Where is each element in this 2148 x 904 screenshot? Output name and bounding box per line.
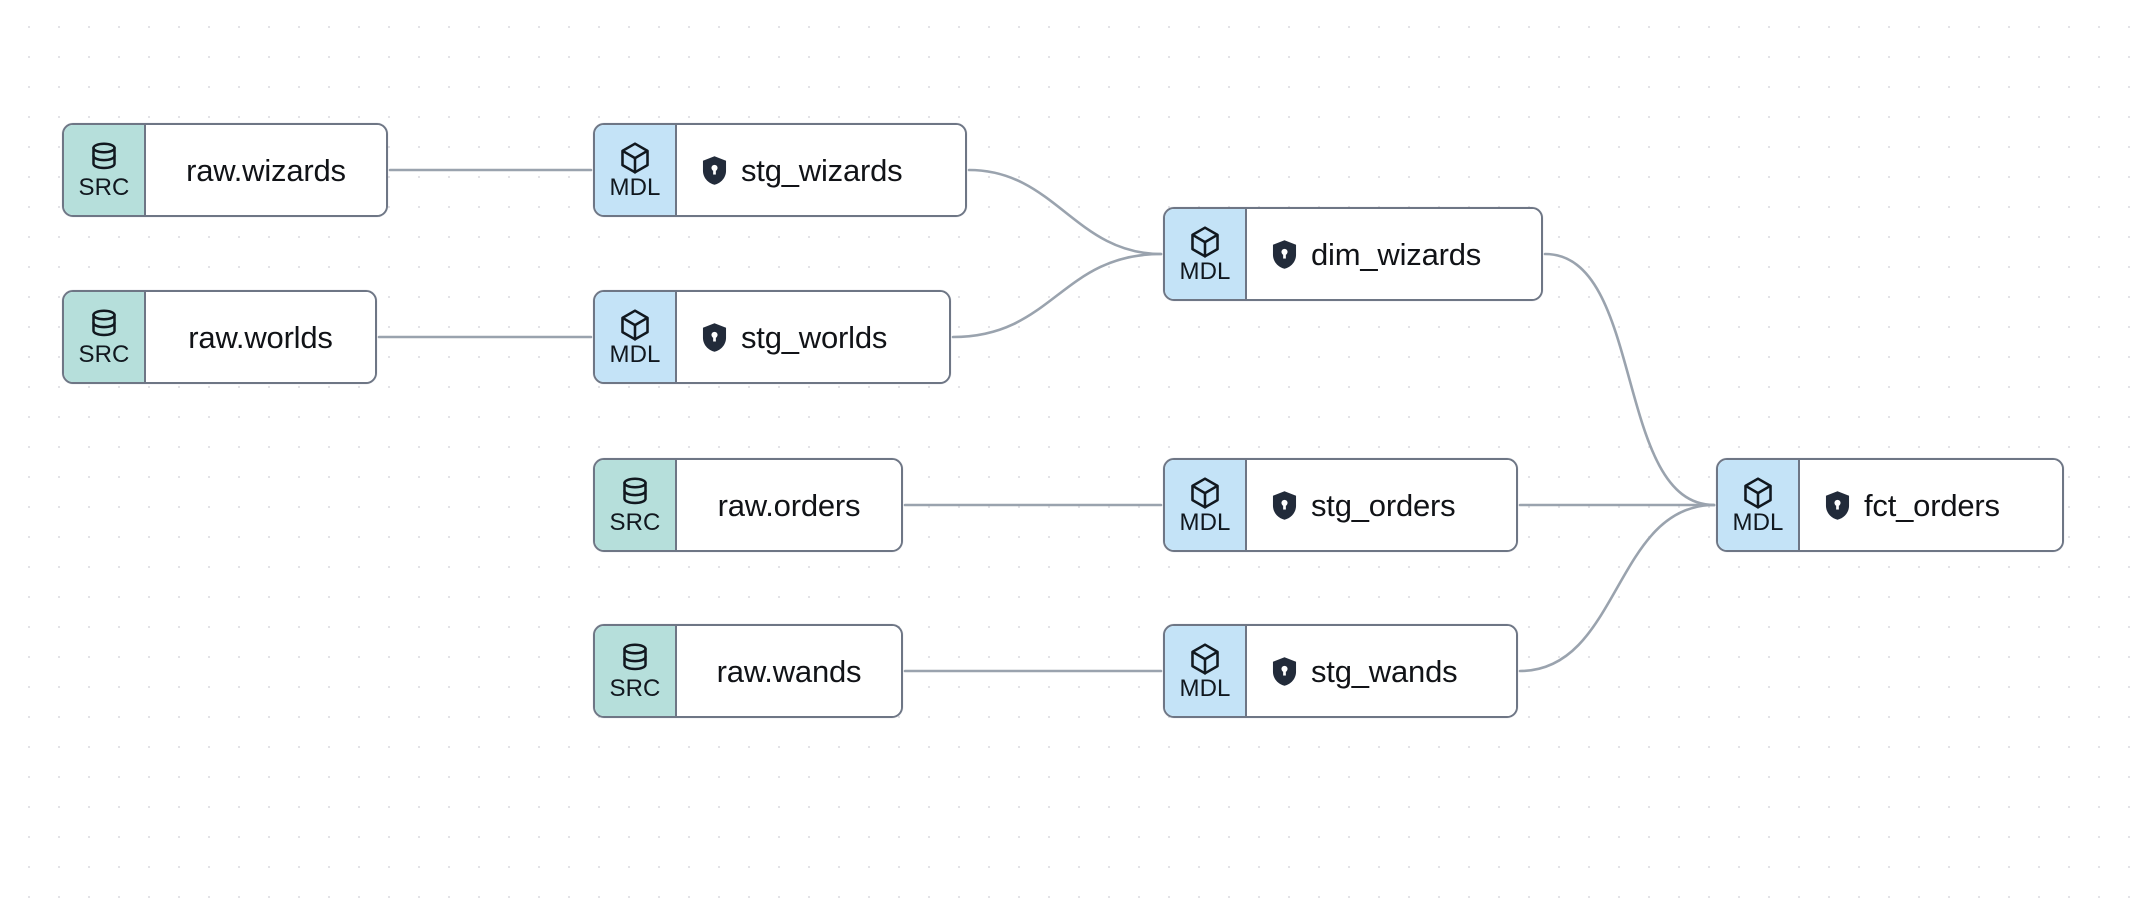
node-badge-label: MDL xyxy=(1179,257,1231,285)
node-badge-label: MDL xyxy=(609,340,661,368)
node-badge-label: MDL xyxy=(1732,508,1784,536)
node-body: raw.wizards xyxy=(146,125,386,215)
node-raw-wands[interactable]: SRC raw.wands xyxy=(593,624,903,718)
node-body: raw.worlds xyxy=(146,292,375,382)
cube-icon xyxy=(1189,225,1221,259)
node-stg-wands[interactable]: MDL stg_wands xyxy=(1163,624,1518,718)
database-icon xyxy=(89,141,119,175)
database-icon xyxy=(620,642,650,676)
node-raw-wizards[interactable]: SRC raw.wizards xyxy=(62,123,388,217)
database-icon xyxy=(620,476,650,510)
node-badge-label: MDL xyxy=(1179,508,1231,536)
shield-lock-icon xyxy=(701,155,728,186)
shield-lock-icon xyxy=(701,322,728,353)
node-body: raw.orders xyxy=(677,460,901,550)
node-stg-wizards[interactable]: MDL stg_wizards xyxy=(593,123,967,217)
node-label: stg_wizards xyxy=(741,152,903,188)
cube-icon xyxy=(619,308,651,342)
node-body: dim_wizards xyxy=(1247,209,1541,299)
node-label: raw.wizards xyxy=(186,152,346,188)
node-raw-worlds[interactable]: SRC raw.worlds xyxy=(62,290,377,384)
node-badge-source: SRC xyxy=(64,125,146,215)
node-body: stg_wands xyxy=(1247,626,1516,716)
node-body: stg_wizards xyxy=(677,125,965,215)
node-badge-label: SRC xyxy=(78,340,130,368)
node-badge-model: MDL xyxy=(595,292,677,382)
node-label: stg_wands xyxy=(1311,653,1458,689)
node-badge-label: MDL xyxy=(1179,674,1231,702)
cube-icon xyxy=(1742,476,1774,510)
edge-stg-wands-to-fct-orders xyxy=(1518,503,1716,673)
node-label: raw.wands xyxy=(716,653,862,689)
node-badge-label: SRC xyxy=(78,173,130,201)
node-badge-source: SRC xyxy=(64,292,146,382)
shield-lock-icon xyxy=(1271,239,1298,270)
node-badge-model: MDL xyxy=(595,125,677,215)
cube-icon xyxy=(1189,476,1221,510)
node-badge-model: MDL xyxy=(1165,626,1247,716)
node-label: raw.orders xyxy=(717,487,861,523)
node-body: stg_orders xyxy=(1247,460,1516,550)
edge-stg-worlds-to-dim-wizards xyxy=(951,252,1163,339)
node-badge-model: MDL xyxy=(1718,460,1800,550)
edge-dim-wizards-to-fct-orders xyxy=(1543,252,1716,507)
database-icon xyxy=(89,308,119,342)
cube-icon xyxy=(619,141,651,175)
node-label: stg_worlds xyxy=(741,319,888,355)
node-badge-label: SRC xyxy=(609,674,661,702)
node-badge-model: MDL xyxy=(1165,209,1247,299)
edge-stg-wizards-to-dim-wizards xyxy=(967,168,1163,256)
node-stg-orders[interactable]: MDL stg_orders xyxy=(1163,458,1518,552)
node-badge-label: SRC xyxy=(609,508,661,536)
cube-icon xyxy=(1189,642,1221,676)
node-body: fct_orders xyxy=(1800,460,2062,550)
shield-lock-icon xyxy=(1824,490,1851,521)
node-badge-label: MDL xyxy=(609,173,661,201)
node-label: raw.worlds xyxy=(188,319,333,355)
node-badge-source: SRC xyxy=(595,626,677,716)
node-body: raw.wands xyxy=(677,626,901,716)
node-label: dim_wizards xyxy=(1311,236,1482,272)
node-badge-model: MDL xyxy=(1165,460,1247,550)
node-fct-orders[interactable]: MDL fct_orders xyxy=(1716,458,2064,552)
node-raw-orders[interactable]: SRC raw.orders xyxy=(593,458,903,552)
node-label: stg_orders xyxy=(1311,487,1456,523)
node-stg-worlds[interactable]: MDL stg_worlds xyxy=(593,290,951,384)
node-badge-source: SRC xyxy=(595,460,677,550)
node-label: fct_orders xyxy=(1864,487,2000,523)
node-dim-wizards[interactable]: MDL dim_wizards xyxy=(1163,207,1543,301)
shield-lock-icon xyxy=(1271,656,1298,687)
shield-lock-icon xyxy=(1271,490,1298,521)
node-body: stg_worlds xyxy=(677,292,949,382)
